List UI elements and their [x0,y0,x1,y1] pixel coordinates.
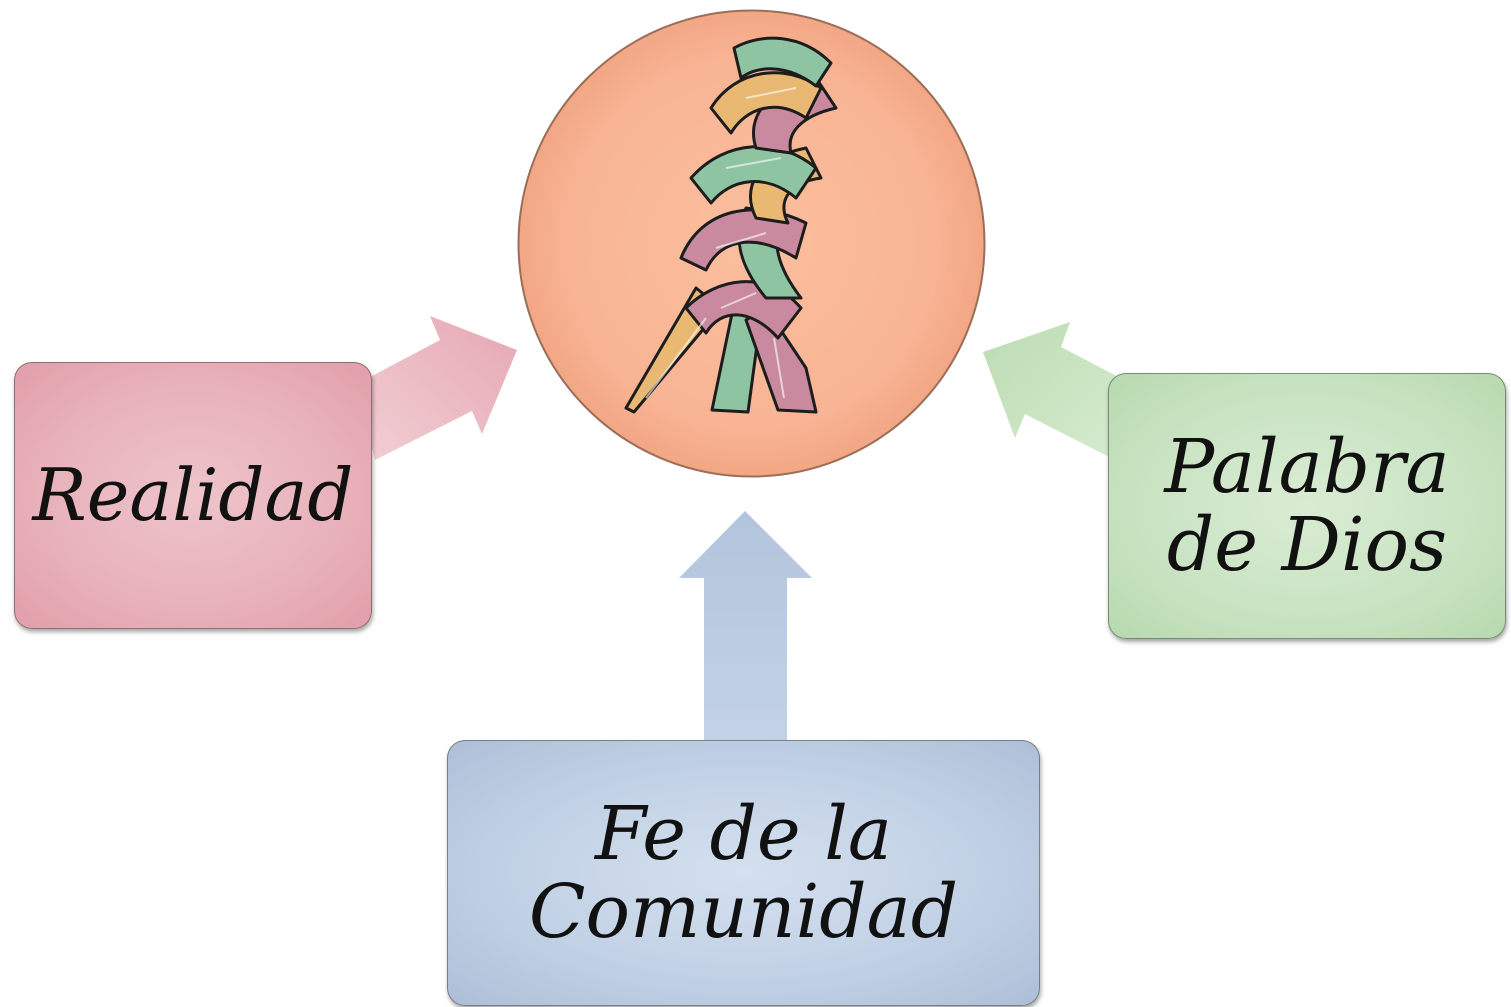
node-fe-de-la-comunidad: Fe de la Comunidad [447,740,1040,1006]
strand-end-pink [744,306,818,414]
node-palabra-de-dios: Palabra de Dios [1108,373,1506,639]
arrow-palabra [983,322,1130,460]
arrow-fe [679,511,812,742]
arrow-realidad [355,316,517,460]
braid-highlights [645,87,797,399]
braid-segment-8 [732,36,833,88]
braid-segment-5 [689,145,818,205]
node-realidad: Realidad [14,362,372,629]
node-fe-label: Fe de la Comunidad [528,790,959,955]
braided-cord-illustration [517,9,986,478]
node-palabra-label: Palabra de Dios [1164,423,1450,588]
node-realidad-label: Realidad [32,453,354,538]
braid-strands [624,36,838,414]
